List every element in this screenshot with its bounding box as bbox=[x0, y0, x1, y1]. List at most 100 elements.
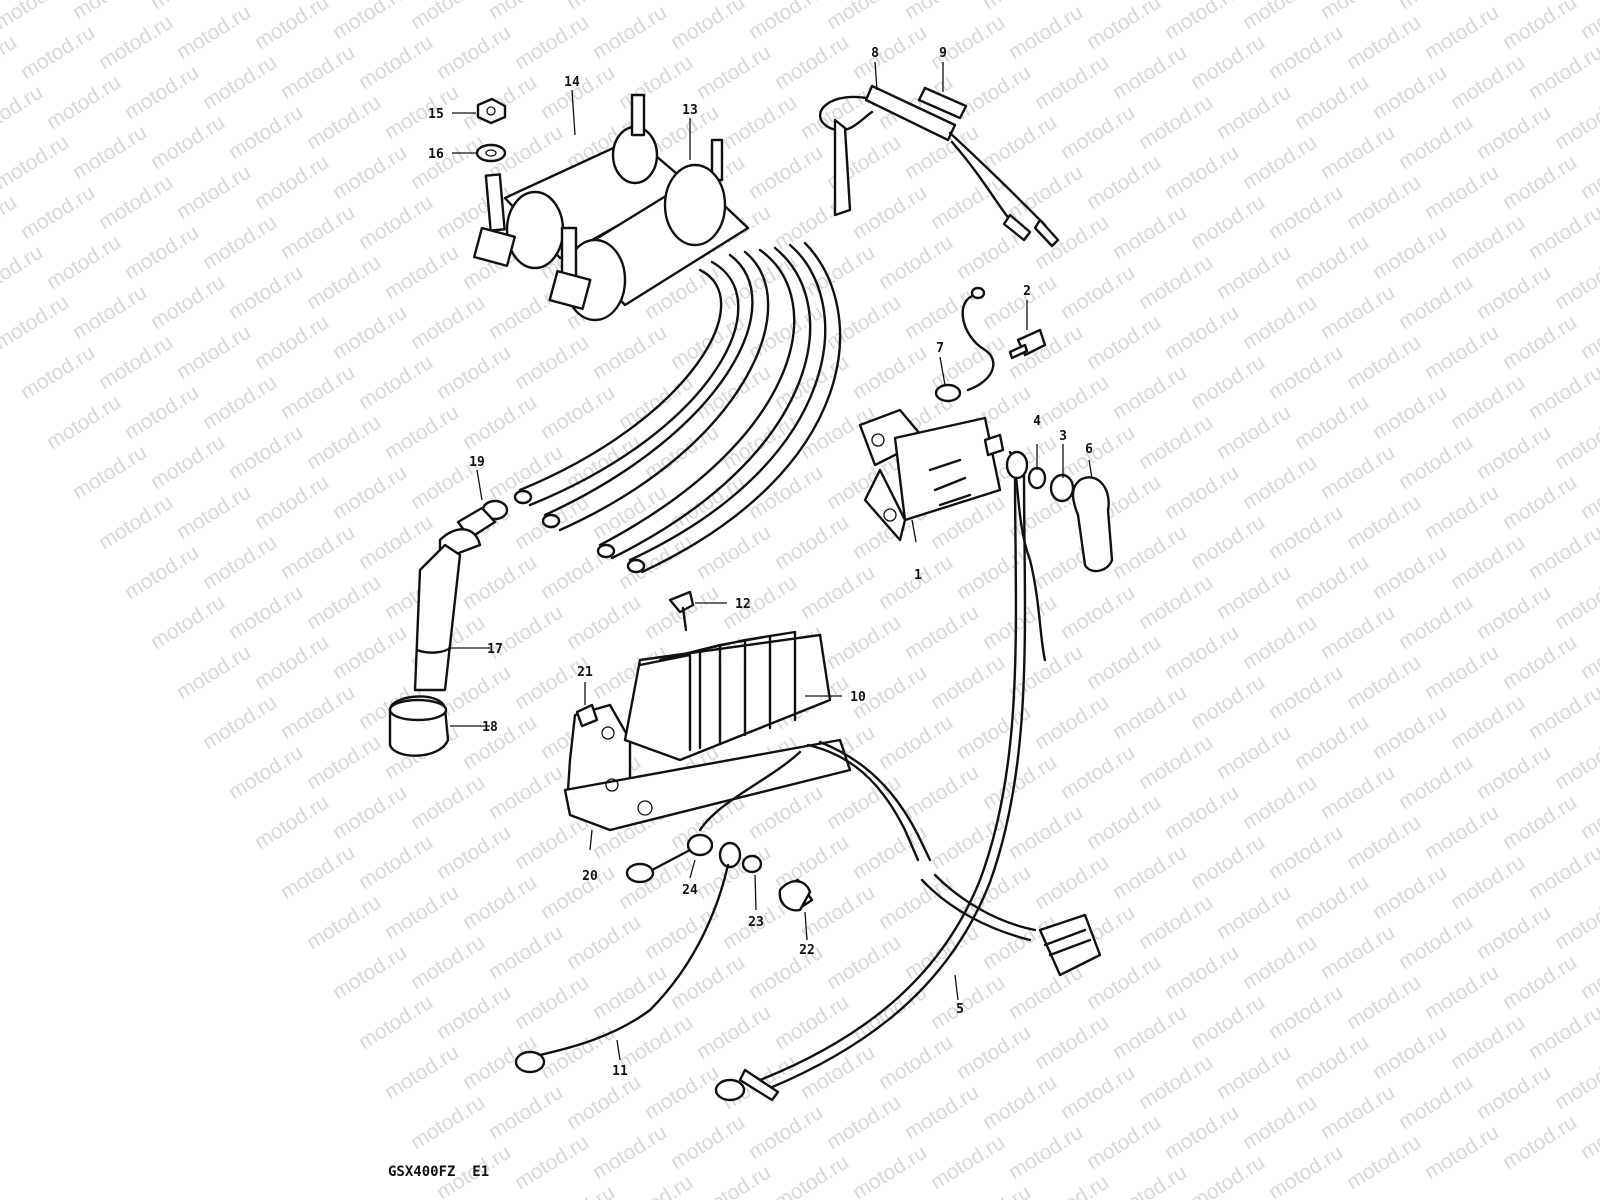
watermark-text: motod.ru bbox=[146, 111, 228, 174]
watermark-text: motod.ru bbox=[926, 11, 1008, 74]
watermark-text: motod.ru bbox=[822, 0, 904, 34]
watermark-text: motod.ru bbox=[68, 121, 150, 184]
watermark-text: motod.ru bbox=[1342, 651, 1424, 714]
watermark-text: motod.ru bbox=[172, 161, 254, 224]
watermark-text: motod.ru bbox=[68, 441, 150, 504]
watermark-text: motod.ru bbox=[328, 781, 410, 844]
watermark-text: motod.ru bbox=[1576, 621, 1600, 684]
watermark-text: motod.ru bbox=[1082, 791, 1164, 854]
watermark-text: motod.ru bbox=[16, 341, 98, 404]
watermark-text: motod.ru bbox=[978, 751, 1060, 814]
callout-7: 7 bbox=[936, 341, 944, 356]
watermark-text: motod.ru bbox=[1394, 111, 1476, 174]
watermark-text: motod.ru bbox=[848, 341, 930, 404]
callout-14: 14 bbox=[564, 75, 580, 90]
watermark-text: motod.ru bbox=[1004, 1121, 1086, 1184]
fuse bbox=[917, 86, 968, 120]
watermark-text: motod.ru bbox=[1498, 1111, 1580, 1174]
watermark-text: motod.ru bbox=[224, 261, 306, 324]
watermark-text: motod.ru bbox=[536, 1181, 618, 1200]
watermark-text: motod.ru bbox=[1056, 581, 1138, 644]
watermark-text: motod.ru bbox=[302, 891, 384, 954]
watermark-text: motod.ru bbox=[1238, 611, 1320, 674]
watermark-text: motod.ru bbox=[458, 391, 540, 454]
watermark-text: motod.ru bbox=[276, 201, 358, 264]
harness-connector bbox=[920, 873, 1102, 977]
watermark-text: motod.ru bbox=[250, 471, 332, 534]
watermark-text: motod.ru bbox=[1446, 851, 1528, 914]
watermark-text: motod.ru bbox=[432, 341, 514, 404]
watermark-text: motod.ru bbox=[1108, 201, 1190, 264]
watermark-text: motod.ru bbox=[276, 361, 358, 424]
watermark-text: motod.ru bbox=[978, 111, 1060, 174]
watermark-text: motod.ru bbox=[588, 321, 670, 384]
screw-and-ground-lead bbox=[934, 286, 1047, 403]
watermark-text: motod.ru bbox=[1472, 741, 1554, 804]
watermark-text: motod.ru bbox=[1264, 181, 1346, 244]
watermark-text: motod.ru bbox=[1420, 1, 1502, 64]
watermark-text: motod.ru bbox=[1446, 211, 1528, 274]
watermark-text: motod.ru bbox=[1394, 911, 1476, 974]
watermark-text: motod.ru bbox=[770, 351, 852, 414]
watermark-text: motod.ru bbox=[692, 1161, 774, 1200]
watermark-text: motod.ru bbox=[302, 411, 384, 474]
model-caption: GSX400FZ E1 bbox=[388, 1164, 489, 1180]
watermark-text: motod.ru bbox=[1342, 331, 1424, 394]
callout-5: 5 bbox=[956, 1002, 964, 1017]
watermark-text: motod.ru bbox=[1056, 741, 1138, 804]
watermark-text: motod.ru bbox=[510, 811, 592, 874]
watermark-text: motod.ru bbox=[1290, 391, 1372, 454]
watermark-text: motod.ru bbox=[1160, 781, 1242, 844]
nut bbox=[575, 703, 599, 728]
watermark-text: motod.ru bbox=[588, 961, 670, 1024]
watermark-text: motod.ru bbox=[1134, 571, 1216, 634]
watermark-text: motod.ru bbox=[172, 1, 254, 64]
watermark-text: motod.ru bbox=[874, 871, 956, 934]
callout-20: 20 bbox=[582, 869, 598, 884]
watermark-text: motod.ru bbox=[354, 191, 436, 254]
ring-terminal bbox=[934, 383, 962, 403]
watermark-text: motod.ru bbox=[250, 151, 332, 214]
watermark-text: motod.ru bbox=[1160, 0, 1242, 44]
watermark-text: motod.ru bbox=[1550, 891, 1600, 954]
watermark-text: motod.ru bbox=[796, 1041, 878, 1104]
watermark-text: motod.ru bbox=[1472, 581, 1554, 644]
watermark-text: motod.ru bbox=[120, 541, 202, 604]
watermark-text: motod.ru bbox=[198, 371, 280, 434]
watermark-text: motod.ru bbox=[1342, 171, 1424, 234]
watermark-text: motod.ru bbox=[692, 1001, 774, 1064]
ring-terminal bbox=[1005, 450, 1029, 480]
watermark-text: motod.ru bbox=[1082, 0, 1164, 54]
watermark-text: motod.ru bbox=[1524, 361, 1600, 424]
watermark-text: motod.ru bbox=[952, 1021, 1034, 1084]
watermark-text: motod.ru bbox=[848, 1141, 930, 1200]
watermark-text: motod.ru bbox=[1264, 1141, 1346, 1200]
watermark-text: motod.ru bbox=[1134, 91, 1216, 154]
watermark-text: motod.ru bbox=[900, 0, 982, 24]
watermark-text: motod.ru bbox=[1082, 631, 1164, 694]
watermark-text: motod.ru bbox=[562, 1071, 644, 1134]
watermark-text: motod.ru bbox=[1316, 441, 1398, 504]
watermark-text: motod.ru bbox=[1056, 101, 1138, 164]
watermark-text: motod.ru bbox=[1524, 41, 1600, 104]
watermark-text: motod.ru bbox=[432, 21, 514, 84]
watermark-text: motod.ru bbox=[276, 41, 358, 104]
watermark-text: motod.ru bbox=[406, 771, 488, 834]
watermark-text: motod.ru bbox=[458, 871, 540, 934]
watermark-text: motod.ru bbox=[1368, 701, 1450, 764]
watermark-text: motod.ru bbox=[588, 1, 670, 64]
callout-17: 17 bbox=[487, 642, 503, 657]
watermark-text: motod.ru bbox=[952, 1181, 1034, 1200]
ring-terminal bbox=[714, 1078, 746, 1102]
watermark-text: motod.ru bbox=[1342, 971, 1424, 1034]
watermark-text: motod.ru bbox=[1472, 101, 1554, 164]
watermark-text: motod.ru bbox=[874, 711, 956, 774]
watermark-text: motod.ru bbox=[562, 0, 644, 14]
watermark-text: motod.ru bbox=[1342, 11, 1424, 74]
plug-lead bbox=[628, 243, 827, 562]
watermark-text: motod.ru bbox=[1498, 0, 1580, 54]
watermark-text: motod.ru bbox=[1576, 461, 1600, 524]
watermark-text: motod.ru bbox=[198, 691, 280, 754]
watermark-text: motod.ru bbox=[1030, 371, 1112, 434]
